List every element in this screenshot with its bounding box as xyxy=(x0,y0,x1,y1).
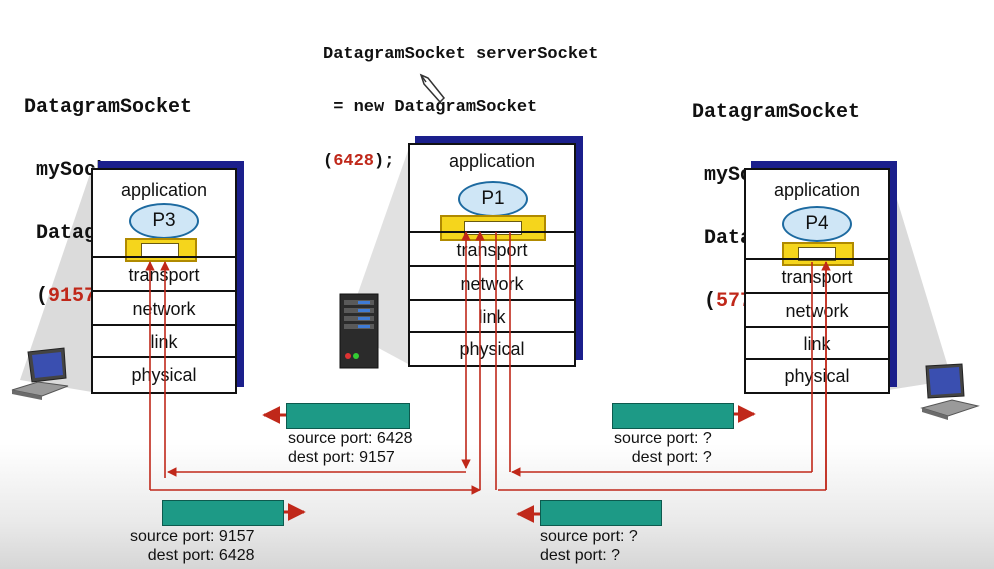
client2-host-stack: application P3 transport network link ph… xyxy=(91,168,237,394)
segment-client2-to-server-labels: source port: 9157 dest port: 6428 xyxy=(130,527,255,565)
socket-6428-icon xyxy=(440,215,546,241)
application-layer-label: application xyxy=(448,151,536,171)
segment-server-to-client2-labels: source port: 6428 dest port: 9157 xyxy=(288,429,413,467)
source-port-label: source port: 9157 xyxy=(130,528,255,545)
laptop-icon xyxy=(11,347,69,400)
left-code-line-1: DatagramSocket xyxy=(24,96,193,119)
client1-host-stack: application P4 transport network link ph… xyxy=(744,168,890,394)
source-port-label: source port: 6428 xyxy=(288,430,413,447)
server-code-line-3: (6428); xyxy=(323,151,395,171)
right-code-line-1: DatagramSocket xyxy=(692,101,861,124)
server-port-number: 6428 xyxy=(333,151,375,171)
server-socket-code: DatagramSocket serverSocket = new Datagr… xyxy=(323,10,598,188)
network-layer: network xyxy=(746,292,888,328)
segment-client1-to-server xyxy=(540,500,662,526)
process-p3: P3 xyxy=(129,203,199,239)
dest-port-label: dest port: 6428 xyxy=(147,547,255,565)
server-code-line-2: = new DatagramSocket xyxy=(323,98,538,118)
dest-port-label: dest port: ? xyxy=(540,547,621,565)
link-layer: link xyxy=(93,324,235,358)
segment-server-to-client1-labels: source port: ? dest port: ? xyxy=(614,429,712,467)
server-tower-icon xyxy=(339,293,379,369)
application-layer-label: application xyxy=(773,180,861,200)
segment-client2-to-server xyxy=(162,500,284,526)
segment-client1-to-server-labels: source port: ? dest port: ? xyxy=(540,527,638,565)
socket-5775-icon xyxy=(782,242,854,266)
physical-layer: physical xyxy=(746,358,888,392)
application-layer-label: application xyxy=(120,180,208,200)
server-code-line-1: DatagramSocket serverSocket xyxy=(323,44,599,64)
dest-port-label: dest port: 9157 xyxy=(288,449,395,467)
server-host-stack: application P1 transport network link ph… xyxy=(408,143,576,367)
transport-layer: transport xyxy=(746,258,888,294)
segment-server-to-client2 xyxy=(286,403,410,429)
segment-server-to-client1 xyxy=(612,403,734,429)
laptop-icon xyxy=(920,363,980,420)
source-port-label: source port: ? xyxy=(614,430,712,447)
link-layer: link xyxy=(410,299,574,333)
process-p4: P4 xyxy=(782,206,852,242)
client2-port-number: 9157 xyxy=(48,285,97,308)
source-port-label: source port: ? xyxy=(540,528,638,545)
network-layer: network xyxy=(410,265,574,301)
physical-layer: physical xyxy=(93,356,235,392)
process-p1: P1 xyxy=(458,181,528,217)
link-layer: link xyxy=(746,326,888,360)
physical-layer: physical xyxy=(410,331,574,365)
pencil-cursor-icon xyxy=(419,73,446,104)
dest-port-label: dest port: ? xyxy=(631,449,712,467)
socket-9157-icon xyxy=(125,238,197,262)
network-layer: network xyxy=(93,290,235,326)
